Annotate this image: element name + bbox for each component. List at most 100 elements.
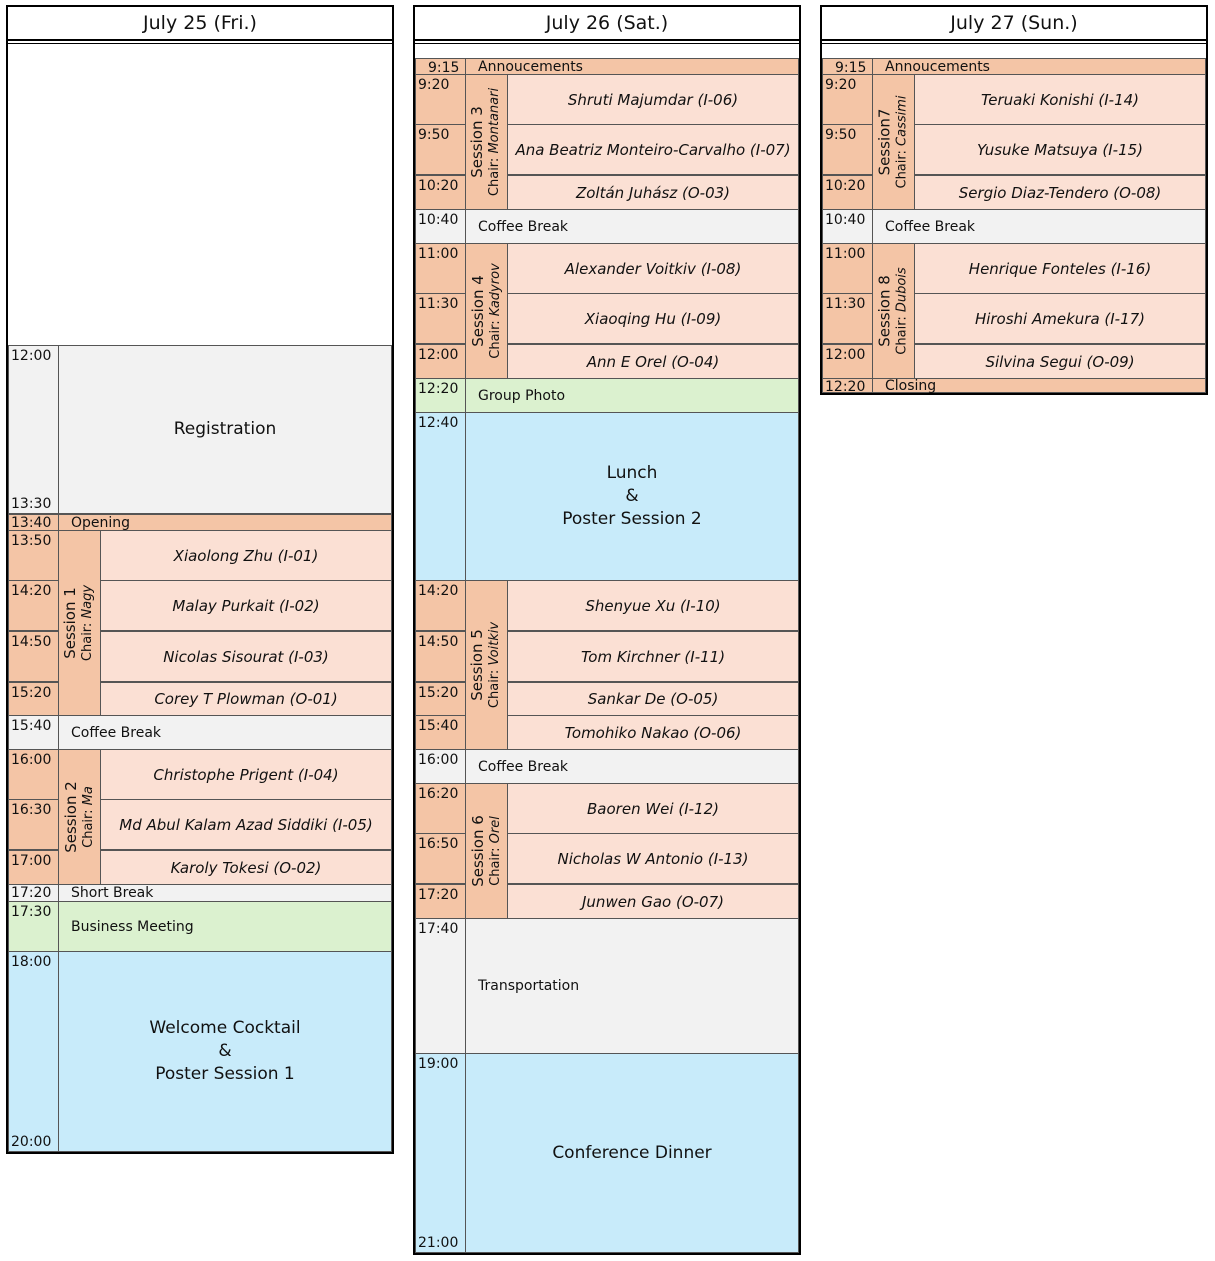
- time-cell: 14:20: [415, 580, 466, 631]
- group-photo-block: Group Photo: [465, 378, 799, 413]
- session-chair: Chair: Nagy: [80, 584, 96, 662]
- session-name: Session 8: [875, 275, 894, 347]
- session-3-label: Session 3 Chair: Montanari: [465, 74, 508, 210]
- session-8-label: Session 8 Chair: Dubois: [872, 243, 915, 379]
- time-cell: 14:50: [8, 631, 59, 682]
- talk: Hiroshi Amekura (I-17): [914, 293, 1206, 344]
- business-meeting-block: Business Meeting: [58, 901, 392, 952]
- registration-block: Registration: [58, 345, 392, 514]
- talk: Sergio Diaz-Tendero (O-08): [914, 175, 1206, 210]
- welcome-line-1: Welcome Cocktail: [149, 1018, 301, 1038]
- time-cell: 16:20: [415, 783, 466, 834]
- welcome-line-3: Poster Session 1: [155, 1064, 295, 1084]
- talk: Karoly Tokesi (O-02): [100, 850, 392, 885]
- time-cell: 11:00: [415, 243, 466, 294]
- time-cell: 9:50: [822, 124, 873, 175]
- talk: Ana Beatriz Monteiro-Carvalho (I-07): [507, 124, 799, 175]
- talk: Nicholas W Antonio (I-13): [507, 833, 799, 884]
- time-cell: 12:00 13:30: [8, 345, 59, 514]
- time-cell: 9:50: [415, 124, 466, 175]
- talk: Xiaoqing Hu (I-09): [507, 293, 799, 344]
- time-cell: 16:00: [8, 749, 59, 800]
- time-cell: 12:40: [415, 412, 466, 581]
- time-cell: 15:20: [415, 682, 466, 716]
- session-name: Session 1: [61, 587, 80, 659]
- time-cell: 16:00: [415, 749, 466, 784]
- talk: Malay Purkait (I-02): [100, 580, 392, 631]
- talk: Sankar De (O-05): [507, 682, 799, 716]
- talk: Alexander Voitkiv (I-08): [507, 243, 799, 294]
- talk: Junwen Gao (O-07): [507, 884, 799, 919]
- time-end: 20:00: [11, 1134, 52, 1150]
- session-name: Session 4: [468, 275, 487, 347]
- session-chair: Chair: Montanari: [487, 87, 503, 197]
- coffee-break-block: Coffee Break: [58, 715, 392, 750]
- time-cell: 17:30: [8, 901, 59, 952]
- time-start: 19:00: [418, 1056, 459, 1072]
- registration-label: Registration: [173, 419, 277, 439]
- talk: Yusuke Matsuya (I-15): [914, 124, 1206, 175]
- announcements-block: Annoucements: [465, 58, 799, 75]
- day-header: July 27 (Sun.): [822, 7, 1206, 41]
- time-cell: 15:40: [8, 715, 59, 750]
- day-column-sat: July 26 (Sat.) 9:15 Annoucements 9:20 9:…: [413, 5, 801, 1255]
- coffee-break-block: Coffee Break: [872, 209, 1206, 244]
- time-start: 18:00: [11, 954, 52, 970]
- time-cell: 9:15: [822, 58, 873, 75]
- time-cell: 15:20: [8, 682, 59, 716]
- welcome-line-2: &: [218, 1041, 232, 1061]
- session-name: Session7: [875, 108, 894, 176]
- time-cell: 16:50: [415, 833, 466, 884]
- lunch-block: Lunch & Poster Session 2: [465, 412, 799, 581]
- time-cell: 9:20: [822, 74, 873, 125]
- talk: Xiaolong Zhu (I-01): [100, 530, 392, 581]
- session-6-label: Session 6 Chair: Orel: [465, 783, 508, 919]
- time-cell: 11:00: [822, 243, 873, 294]
- talk: Ann E Orel (O-04): [507, 344, 799, 379]
- time-cell: 12:00: [822, 344, 873, 379]
- time-end: 13:30: [11, 496, 52, 512]
- session-7-label: Session7 Chair: Cassimi: [872, 74, 915, 210]
- time-cell: 17:20: [415, 884, 466, 919]
- short-break-block: Short Break: [58, 884, 392, 902]
- time-cell: 10:20: [822, 175, 873, 210]
- day-header: July 26 (Sat.): [415, 7, 799, 41]
- talk: Shenyue Xu (I-10): [507, 580, 799, 631]
- talk: Corey T Plowman (O-01): [100, 682, 392, 716]
- time-cell: 17:20: [8, 884, 59, 902]
- session-2-label: Session 2 Chair: Ma: [58, 749, 101, 885]
- session-chair: Chair: Ma: [80, 786, 96, 848]
- day-header: July 25 (Fri.): [8, 7, 392, 41]
- time-cell: 14:20: [8, 580, 59, 631]
- coffee-break-block: Coffee Break: [465, 209, 799, 244]
- time-cell: 10:40: [415, 209, 466, 244]
- time-end: 21:00: [418, 1235, 459, 1251]
- session-name: Session 3: [468, 106, 487, 178]
- lunch-line-2: &: [625, 486, 639, 506]
- time-cell: 17:40: [415, 918, 466, 1054]
- time-cell: 9:15: [415, 58, 466, 75]
- session-1-label: Session 1 Chair: Nagy: [58, 530, 101, 716]
- time-cell: 19:00 21:00: [415, 1053, 466, 1253]
- time-cell: 11:30: [415, 293, 466, 344]
- time-cell: 10:20: [415, 175, 466, 210]
- time-cell: 16:30: [8, 799, 59, 850]
- time-cell: 9:20: [415, 74, 466, 125]
- session-name: Session 6: [468, 815, 487, 887]
- session-name: Session 2: [61, 781, 80, 853]
- lunch-line-3: Poster Session 2: [562, 509, 702, 529]
- time-cell: 12:20: [415, 378, 466, 413]
- talk: Tom Kirchner (I-11): [507, 631, 799, 682]
- session-5-label: Session 5 Chair: Voitkiv: [465, 580, 508, 750]
- session-chair: Chair: Voitkiv: [487, 621, 503, 709]
- talk: Zoltán Juhász (O-03): [507, 175, 799, 210]
- conference-dinner-block: Conference Dinner: [465, 1053, 799, 1253]
- opening-block: Opening: [58, 514, 392, 531]
- closing-block: Closing: [872, 378, 1206, 394]
- session-4-label: Session 4 Chair: Kadyrov: [465, 243, 508, 379]
- time-cell: 14:50: [415, 631, 466, 682]
- divider: [822, 43, 1206, 44]
- talk: Shruti Majumdar (I-06): [507, 74, 799, 125]
- time-cell: 17:00: [8, 850, 59, 885]
- talk: Teruaki Konishi (I-14): [914, 74, 1206, 125]
